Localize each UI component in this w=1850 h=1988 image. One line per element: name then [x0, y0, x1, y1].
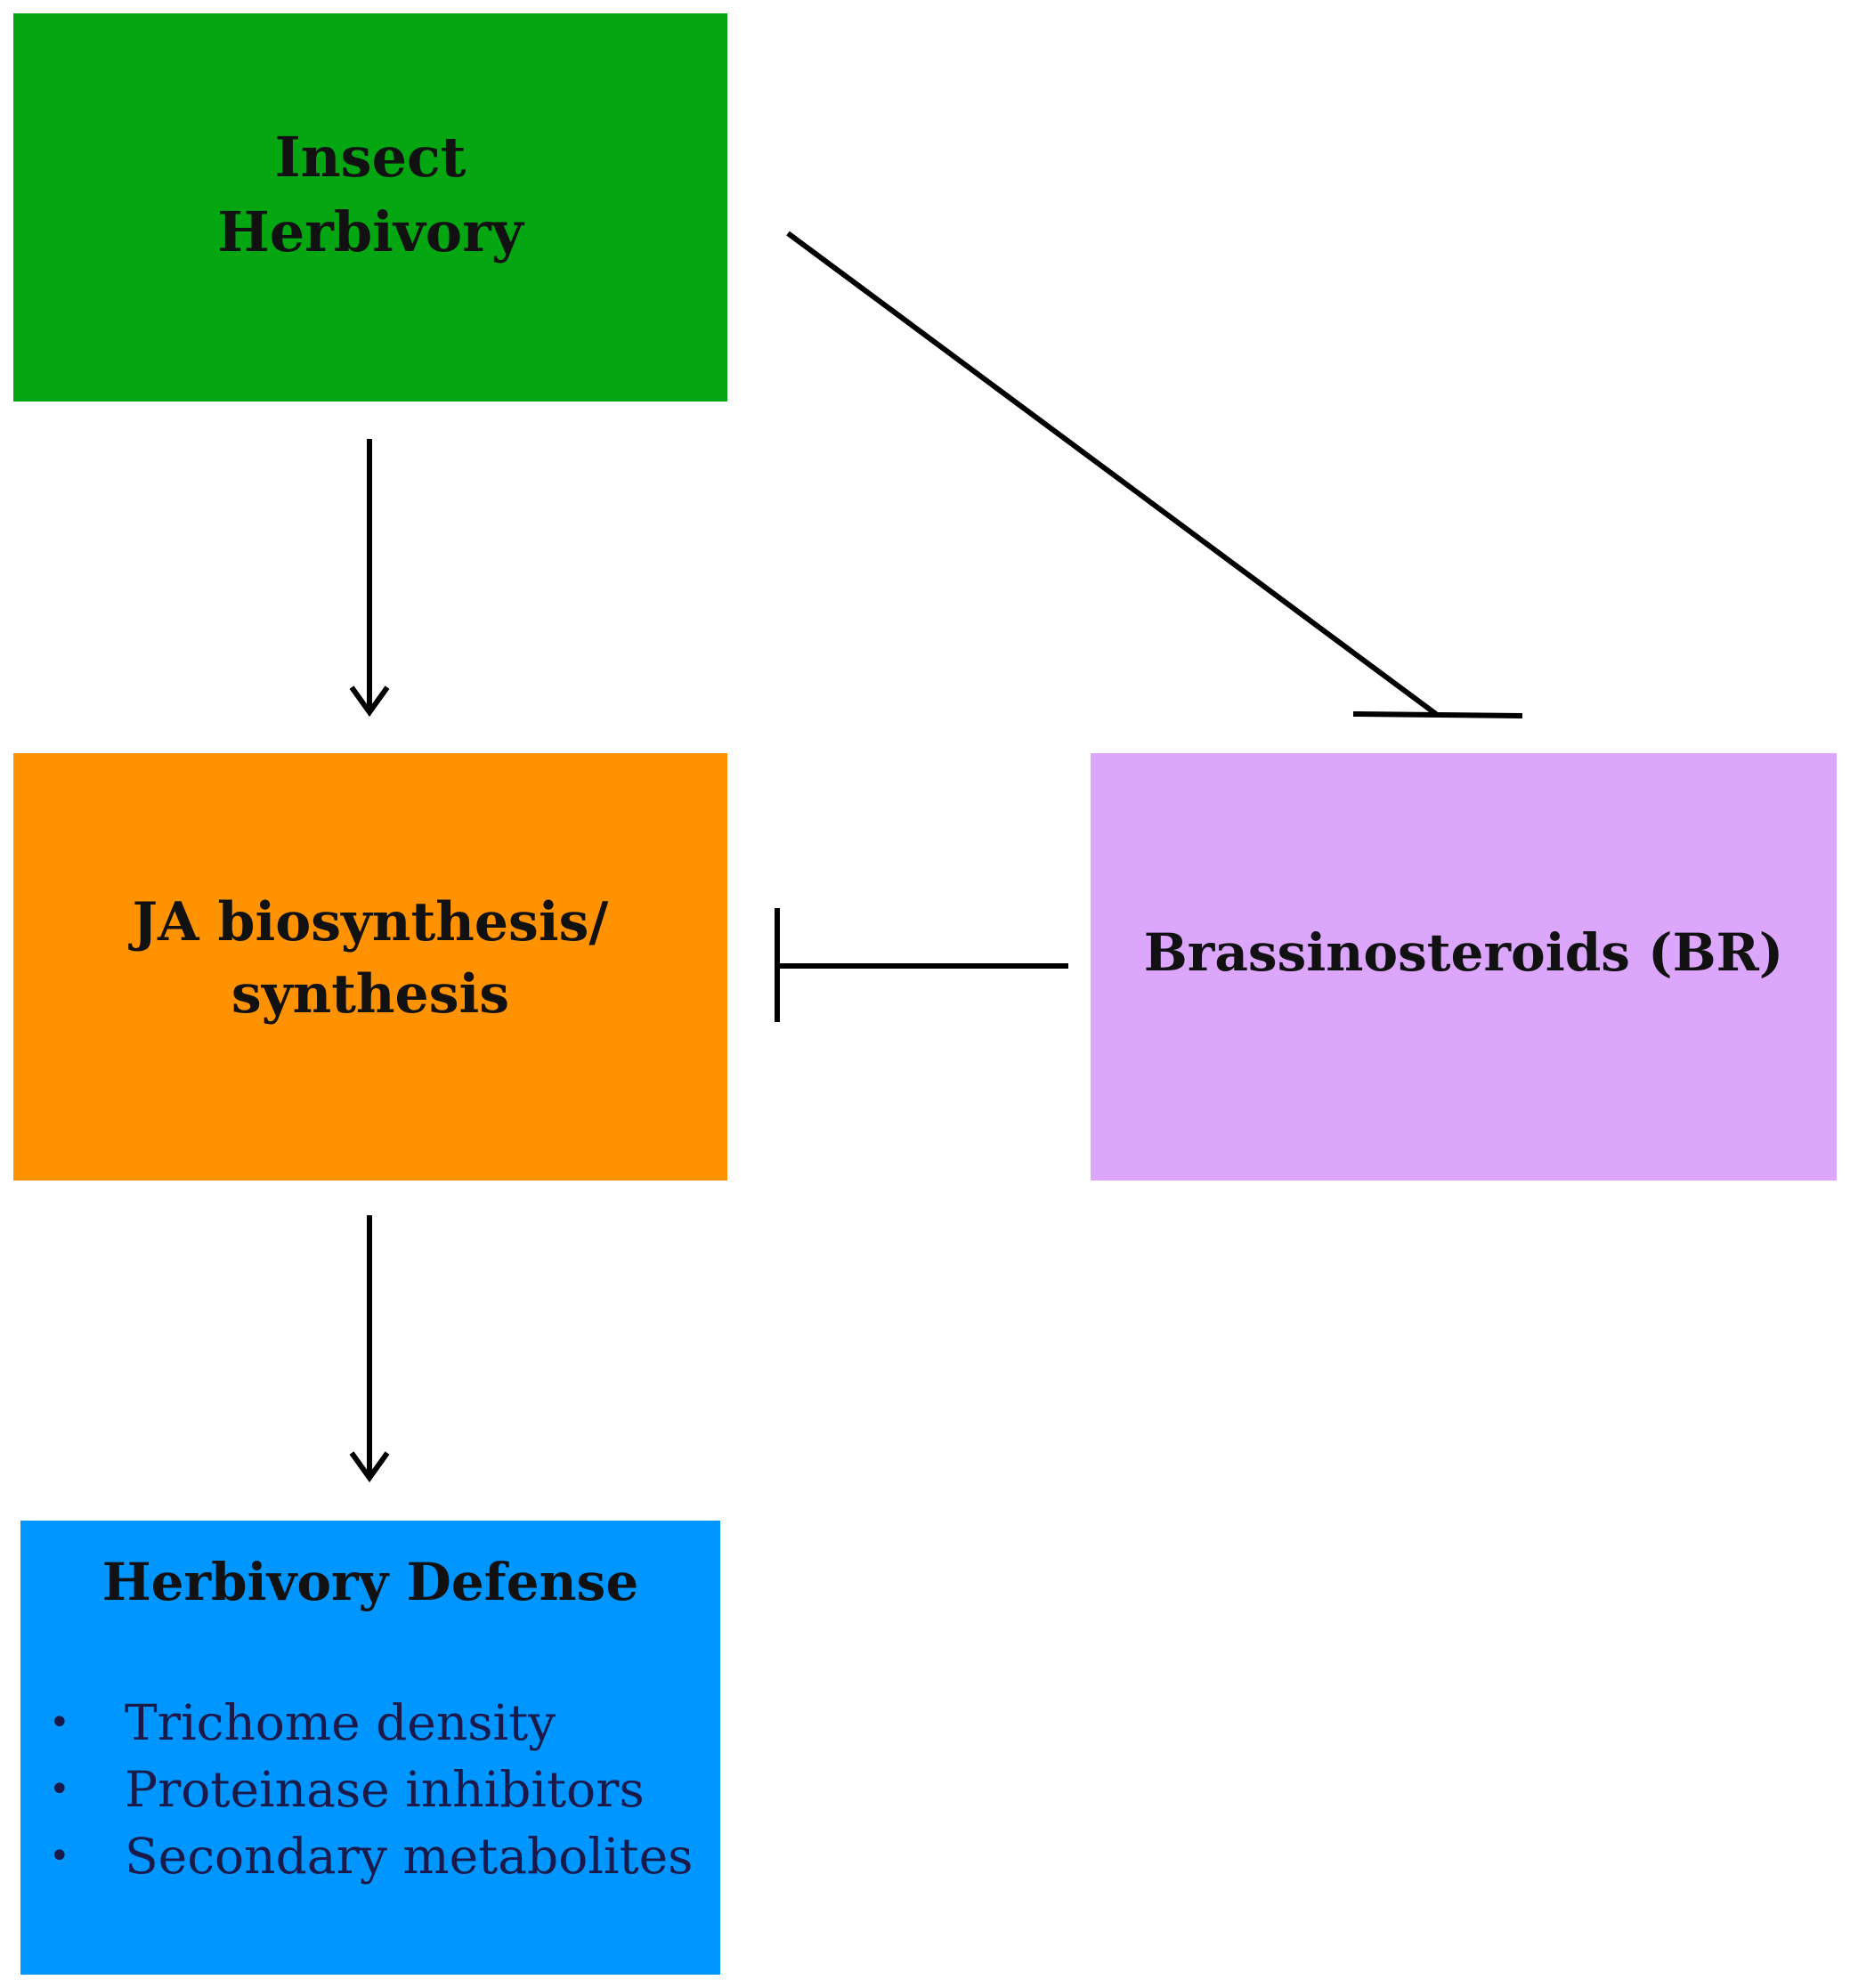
insect-herbivory-node: Insect Herbivory: [13, 13, 727, 402]
edge-insect-to-ja-arrow: [349, 439, 390, 718]
herbivory-defense-node: Herbivory Defense • Trichome density • P…: [20, 1521, 720, 1975]
defense-list-item: • Trichome density: [49, 1690, 693, 1757]
edge-ja-to-defense-arrow: [349, 1215, 390, 1483]
defense-item-trichome-density: Trichome density: [125, 1694, 556, 1751]
defense-item-proteinase-inhibitors: Proteinase inhibitors: [125, 1761, 645, 1818]
brassinosteroids-label: Brassinosteroids (BR): [1091, 918, 1837, 987]
ja-synthesis-node: JA biosynthesis/ synthesis: [13, 753, 727, 1181]
edge-br-to-ja-inhibition: [775, 908, 1068, 1022]
ja-synthesis-label-line-1: JA biosynthesis/: [132, 891, 609, 953]
bullet-icon: •: [49, 1836, 70, 1877]
edge-insect-to-ja-arrowhead-icon: [349, 686, 390, 718]
bullet-icon: •: [49, 1769, 70, 1810]
defense-list: • Trichome density • Proteinase inhibito…: [49, 1690, 693, 1890]
defense-list-item: • Secondary metabolites: [49, 1823, 693, 1890]
edge-ja-to-defense-arrowhead-icon: [349, 1451, 390, 1483]
insect-herbivory-label: Insect Herbivory: [13, 120, 727, 269]
edge-insect-to-br-tbar-icon: [1352, 711, 1523, 718]
defense-item-secondary-metabolites: Secondary metabolites: [125, 1828, 694, 1885]
defense-list-item: • Proteinase inhibitors: [49, 1757, 693, 1823]
ja-synthesis-label-line-2: synthesis: [231, 963, 510, 1026]
brassinosteroids-label-line-1: Brassinosteroids (BR): [1143, 922, 1784, 983]
edge-insect-to-br-inhibition: [786, 231, 1523, 718]
ja-synthesis-label: JA biosynthesis/ synthesis: [13, 887, 727, 1031]
insect-herbivory-label-line-2: Herbivory: [217, 199, 523, 264]
brassinosteroids-node: Brassinosteroids (BR): [1091, 753, 1837, 1181]
insect-herbivory-label-line-1: Insect: [274, 125, 467, 190]
edge-insect-to-br-shaft: [786, 231, 1438, 717]
bullet-icon: •: [49, 1702, 70, 1743]
herbivory-defense-title: Herbivory Defense: [101, 1552, 639, 1612]
